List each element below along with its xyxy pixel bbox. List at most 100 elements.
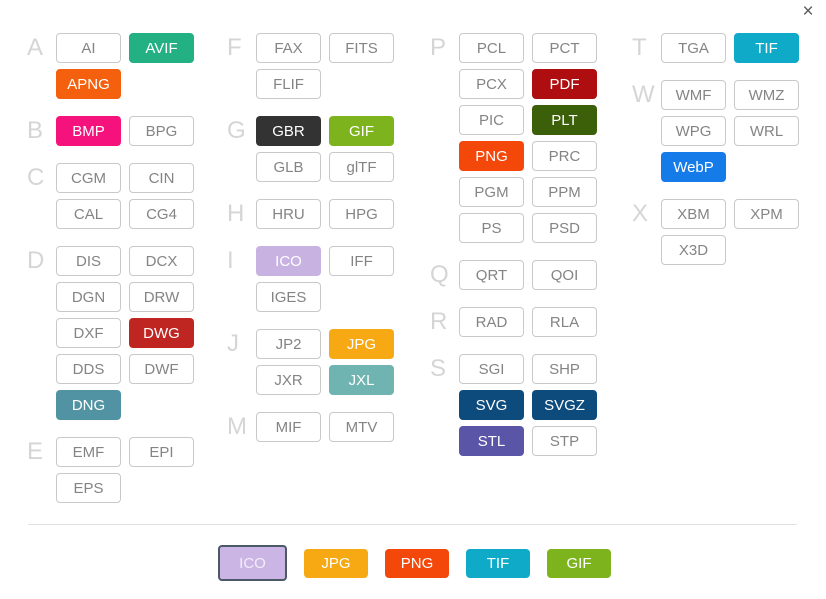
format-avif-button[interactable]: AVIF <box>129 33 194 63</box>
group-buttons: MIF MTV <box>256 412 394 442</box>
format-stp-button[interactable]: STP <box>532 426 597 456</box>
format-jpg-button[interactable]: JPG <box>329 329 394 359</box>
format-wmf-button[interactable]: WMF <box>661 80 726 110</box>
format-pcx-button[interactable]: PCX <box>459 69 524 99</box>
format-pct-button[interactable]: PCT <box>532 33 597 63</box>
format-pgm-button[interactable]: PGM <box>459 177 524 207</box>
format-prc-button[interactable]: PRC <box>532 141 597 171</box>
format-dxf-button[interactable]: DXF <box>56 318 121 348</box>
group-letter-i: I <box>227 247 234 274</box>
format-dgn-button[interactable]: DGN <box>56 282 121 312</box>
format-ps-button[interactable]: PS <box>459 213 524 243</box>
format-gltf-button[interactable]: glTF <box>329 152 394 182</box>
group-letter-a: A <box>27 34 44 61</box>
selected-format-tif-button[interactable]: TIF <box>466 548 530 578</box>
format-flif-button[interactable]: FLIF <box>256 69 321 99</box>
format-pdf-button[interactable]: PDF <box>532 69 597 99</box>
format-fax-button[interactable]: FAX <box>256 33 321 63</box>
format-xbm-button[interactable]: XBM <box>661 199 726 229</box>
format-dis-button[interactable]: DIS <box>56 246 121 276</box>
format-mtv-button[interactable]: MTV <box>329 412 394 442</box>
letter-group-i: I ICO IFF IGES <box>227 246 394 312</box>
format-tif-button[interactable]: TIF <box>734 33 799 63</box>
format-pic-button[interactable]: PIC <box>459 105 524 135</box>
format-rla-button[interactable]: RLA <box>532 307 597 337</box>
format-ai-button[interactable]: AI <box>56 33 121 63</box>
format-jxr-button[interactable]: JXR <box>256 365 321 395</box>
format-webp-button[interactable]: WebP <box>661 152 726 182</box>
format-tga-button[interactable]: TGA <box>661 33 726 63</box>
format-bpg-button[interactable]: BPG <box>129 116 194 146</box>
format-shp-button[interactable]: SHP <box>532 354 597 384</box>
format-xpm-button[interactable]: XPM <box>734 199 799 229</box>
format-x3d-button[interactable]: X3D <box>661 235 726 265</box>
format-dcx-button[interactable]: DCX <box>129 246 194 276</box>
group-letter-r: R <box>430 308 448 335</box>
format-svg-button[interactable]: SVG <box>459 390 524 420</box>
format-wmz-button[interactable]: WMZ <box>734 80 799 110</box>
format-cin-button[interactable]: CIN <box>129 163 194 193</box>
selected-format-png-button[interactable]: PNG <box>385 548 449 578</box>
format-gif-button[interactable]: GIF <box>329 116 394 146</box>
format-apng-button[interactable]: APNG <box>56 69 121 99</box>
format-stl-button[interactable]: STL <box>459 426 524 456</box>
selected-format-jpg-button[interactable]: JPG <box>304 548 368 578</box>
group-buttons: AI AVIF APNG <box>56 33 194 99</box>
format-pcl-button[interactable]: PCL <box>459 33 524 63</box>
divider <box>28 524 797 525</box>
format-qoi-button[interactable]: QOI <box>532 260 597 290</box>
close-icon[interactable]: × <box>796 0 820 24</box>
group-letter-s: S <box>430 355 447 382</box>
format-rad-button[interactable]: RAD <box>459 307 524 337</box>
format-ppm-button[interactable]: PPM <box>532 177 597 207</box>
format-wpg-button[interactable]: WPG <box>661 116 726 146</box>
format-iff-button[interactable]: IFF <box>329 246 394 276</box>
selected-format-gif-button[interactable]: GIF <box>547 548 611 578</box>
format-jp2-button[interactable]: JP2 <box>256 329 321 359</box>
format-dwf-button[interactable]: DWF <box>129 354 194 384</box>
format-hpg-button[interactable]: HPG <box>329 199 394 229</box>
group-letter-m: M <box>227 413 247 440</box>
format-iges-button[interactable]: IGES <box>256 282 321 312</box>
format-fits-button[interactable]: FITS <box>329 33 394 63</box>
format-dng-button[interactable]: DNG <box>56 390 121 420</box>
format-bmp-button[interactable]: BMP <box>56 116 121 146</box>
format-cgm-button[interactable]: CGM <box>56 163 121 193</box>
selected-formats-bar: ICO JPG PNG TIF GIF <box>218 544 611 582</box>
format-dds-button[interactable]: DDS <box>56 354 121 384</box>
group-letter-x: X <box>632 200 649 227</box>
letter-group-t: T TGA TIF <box>632 33 799 63</box>
group-buttons: DIS DCX DGN DRW DXF DWG DDS DWF DNG <box>56 246 194 420</box>
format-sgi-button[interactable]: SGI <box>459 354 524 384</box>
selected-format-ico-button[interactable]: ICO <box>218 545 287 581</box>
format-psd-button[interactable]: PSD <box>532 213 597 243</box>
format-cg4-button[interactable]: CG4 <box>129 199 194 229</box>
format-mif-button[interactable]: MIF <box>256 412 321 442</box>
group-letter-e: E <box>27 438 44 465</box>
format-hru-button[interactable]: HRU <box>256 199 321 229</box>
group-letter-t: T <box>632 34 647 61</box>
format-qrt-button[interactable]: QRT <box>459 260 524 290</box>
format-dwg-button[interactable]: DWG <box>129 318 194 348</box>
format-jxl-button[interactable]: JXL <box>329 365 394 395</box>
format-plt-button[interactable]: PLT <box>532 105 597 135</box>
format-svgz-button[interactable]: SVGZ <box>532 390 597 420</box>
format-ico-button[interactable]: ICO <box>256 246 321 276</box>
format-glb-button[interactable]: GLB <box>256 152 321 182</box>
format-emf-button[interactable]: EMF <box>56 437 121 467</box>
format-epi-button[interactable]: EPI <box>129 437 194 467</box>
format-gbr-button[interactable]: GBR <box>256 116 321 146</box>
format-png-button[interactable]: PNG <box>459 141 524 171</box>
format-drw-button[interactable]: DRW <box>129 282 194 312</box>
group-buttons: QRT QOI <box>459 260 597 290</box>
format-wrl-button[interactable]: WRL <box>734 116 799 146</box>
format-cal-button[interactable]: CAL <box>56 199 121 229</box>
group-buttons: EMF EPI EPS <box>56 437 194 503</box>
format-eps-button[interactable]: EPS <box>56 473 121 503</box>
